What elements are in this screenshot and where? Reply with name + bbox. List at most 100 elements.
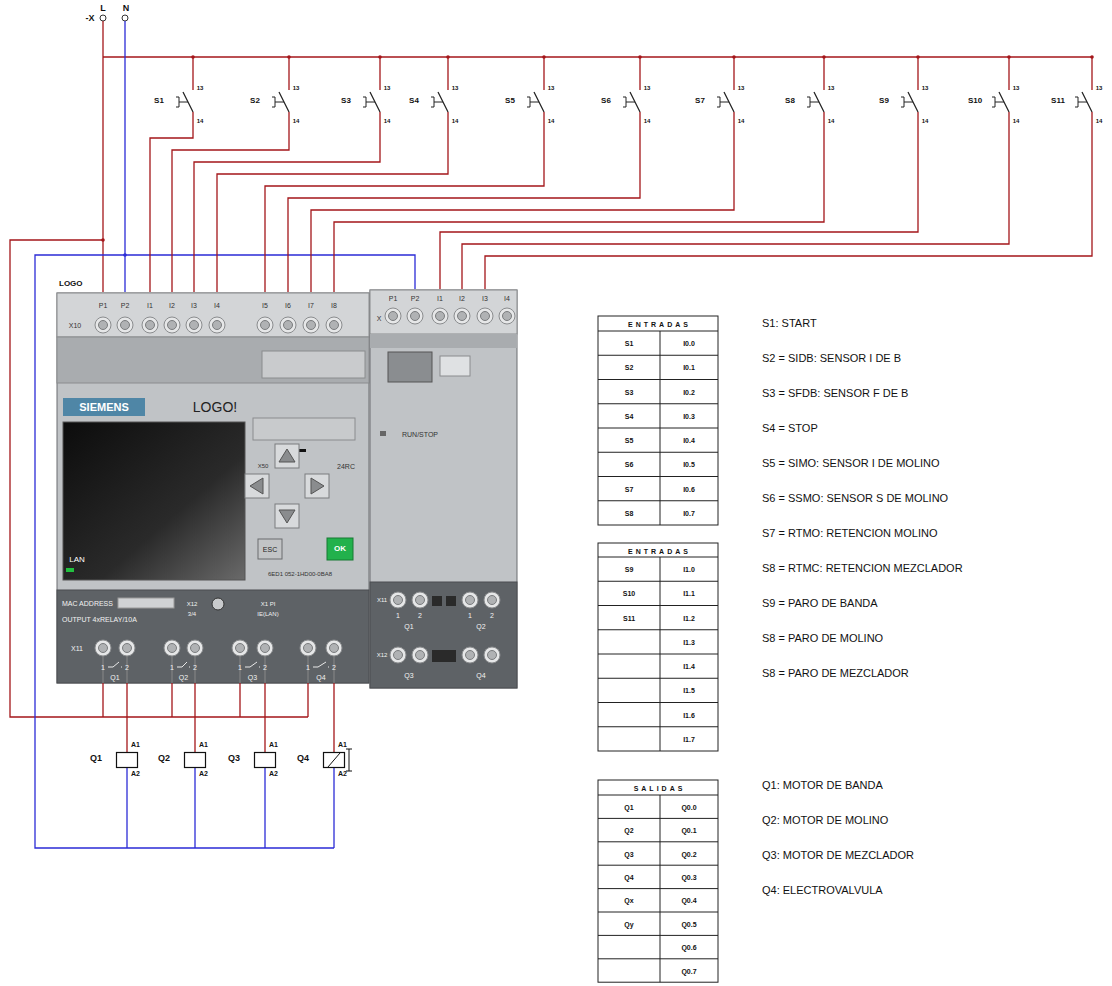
screw-terminal [232,640,248,656]
table-cell: S7 [625,485,634,492]
label-window [262,351,365,378]
phase-wire [10,240,308,717]
lan-led [66,568,74,572]
coil-terminal: A1 [131,741,140,748]
run-led [380,431,386,436]
contact-number: 14 [452,118,459,124]
screw-terminal [412,647,428,663]
table-cell: Q0.3 [681,873,696,880]
output-zone [57,590,369,683]
table-cell: I1.1 [683,590,695,597]
table-cell: S3 [625,388,634,395]
card-slot [253,418,355,440]
screw-head [394,651,403,660]
terminal-strip [57,293,369,337]
io-note: Q4: ELECTROVALVULA [762,885,883,896]
table-header: ENTRADAS [625,547,691,554]
output-name: Q2 [476,623,485,630]
contact-number: 2 [125,664,129,671]
contact-number: 1 [101,664,105,671]
pin-name: I5 [262,302,268,309]
coil-terminal: A2 [338,770,347,777]
screw-head [190,321,199,330]
output-wire [194,683,195,752]
pushbutton-actuator [527,97,539,107]
phase-bus [103,56,1092,57]
screw-head [466,651,475,660]
switch-name: S6 [601,97,611,105]
cursor-key [305,474,329,498]
contact-number: 1 [170,664,174,671]
screw-head [458,312,467,321]
contact-number: 1 [396,612,400,619]
table-frame [598,316,718,525]
output-name: Q3 [248,674,257,681]
contact-number: 13 [293,85,300,91]
screw-head [503,312,512,321]
display-screen [63,422,245,580]
table-grid [598,331,718,525]
screw-head [99,644,108,653]
contactor-coil: Q2A1A2 [184,752,206,768]
coil-body [324,753,345,768]
output-name: Q2 [179,674,188,681]
table-cell: Q0.5 [681,920,696,927]
pin-name: P2 [121,302,130,309]
coil-symbol [184,752,220,768]
screw-terminal [303,317,319,333]
io-note: S6 = SSMO: SENSOR S DE MOLINO [762,493,948,504]
contact-number: 13 [452,85,459,91]
table-cell: S1 [625,340,634,347]
status-name: RUN/STOP [402,431,438,438]
table-cell: I1.7 [683,735,695,742]
switch-lead [192,57,193,90]
screw-terminal [164,640,180,656]
table-header: SALIDAS [631,785,686,792]
table-grid [598,795,718,982]
screw-terminal [117,317,133,333]
brand-plate [63,398,145,416]
brand-name: SIEMENS [79,402,129,413]
table-cell: S11 [623,614,635,621]
screw-head [261,644,270,653]
table-frame [598,543,718,751]
pin-name: I4 [504,295,510,302]
io-note: S2 = SIDB: SENSOR I DE B [762,353,901,364]
table-cell: S9 [625,566,634,573]
connector-name: X11 [377,597,387,603]
screw-terminal [164,317,180,333]
screw-terminal [454,308,470,324]
valve-mark [328,749,352,771]
contact-number: 13 [738,85,745,91]
table-header: ENTRADAS [625,321,691,328]
screw-head [123,644,132,653]
switch-name: S4 [409,97,419,105]
screw-terminal [326,640,342,656]
relay-contact [313,662,329,667]
switch-lead [447,57,448,90]
contact-number: 13 [1096,85,1103,91]
contact-number: 13 [644,85,651,91]
led-window [446,596,456,606]
pin-name: I2 [169,302,175,309]
connector-name: X12 [187,601,198,607]
contact-number: 14 [644,118,651,124]
switch-name: S9 [879,97,889,105]
coil-terminal: A2 [131,770,140,777]
neutral-wire [194,768,195,848]
terminal-lead [308,656,334,683]
switch-lead [639,57,640,90]
screw-head [488,596,497,605]
screw-terminal [95,317,111,333]
io-note: S9 = PARO DE BANDA [762,598,878,609]
pin-name: P1 [99,302,108,309]
pushbutton-actuator [176,97,188,107]
terminal-name: -X [86,14,95,23]
switch-name: S2 [250,97,260,105]
input-wire [311,112,734,292]
io-note: S1: START [762,318,817,329]
pin-name: P1 [389,295,398,302]
coil-terminal: A1 [269,741,278,748]
pin-name: I1 [437,295,443,302]
